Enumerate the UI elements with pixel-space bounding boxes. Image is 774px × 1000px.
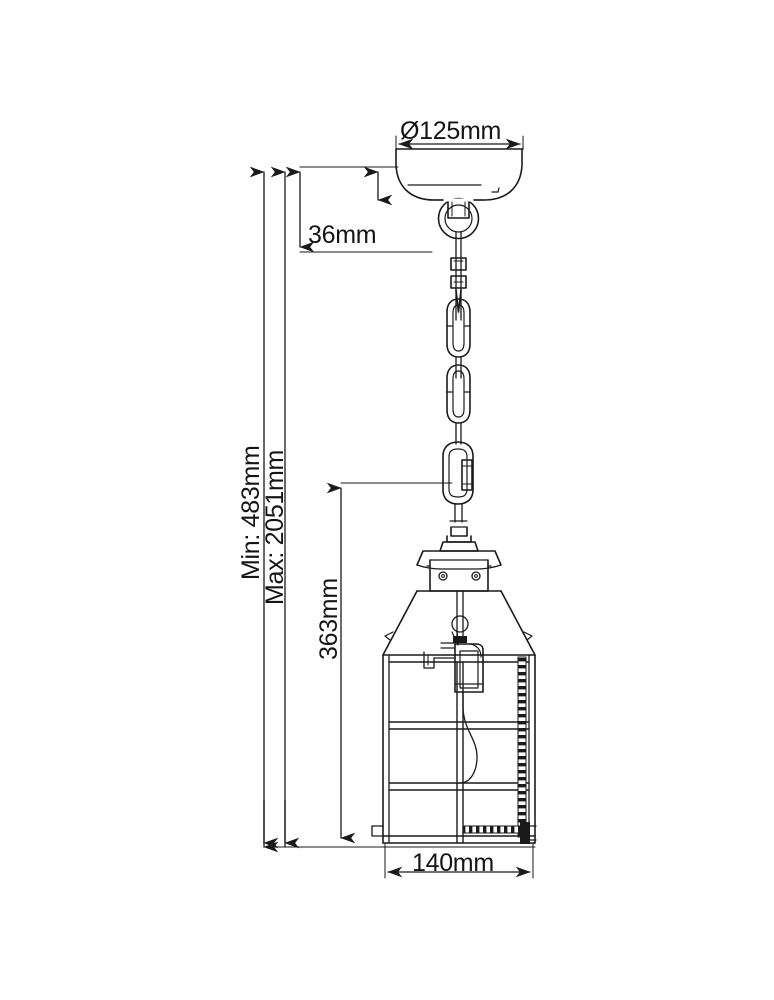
ceiling-canopy xyxy=(395,148,524,201)
lamp-holder xyxy=(423,590,484,693)
conical-shade xyxy=(382,590,536,656)
chain-links xyxy=(446,298,471,445)
cable-and-clamps xyxy=(450,231,467,321)
dimension-shade-width xyxy=(384,842,534,879)
cage-corner-block xyxy=(520,822,537,844)
dimension-label-shade-height: 363mm xyxy=(315,578,343,660)
dimension-label-canopy-height: 36mm xyxy=(308,221,376,249)
section-hatch-bottom xyxy=(464,826,520,833)
cage-body xyxy=(371,654,536,844)
vented-housing xyxy=(426,559,492,592)
dimension-label-shade-width: 140mm xyxy=(412,849,494,877)
dimension-label-max-drop: Max: 2051mm xyxy=(261,450,289,605)
dimension-drop-range xyxy=(249,166,536,853)
carabiner-link xyxy=(442,441,474,528)
light-bulb xyxy=(457,691,478,784)
dimension-canopy-height xyxy=(285,166,433,253)
dimension-diameter-top xyxy=(395,135,524,150)
suspension-ring xyxy=(437,197,480,240)
dimension-label-diameter: Ø125mm xyxy=(400,117,501,145)
dimension-shade-height xyxy=(326,482,453,844)
section-hatch-right xyxy=(518,657,526,837)
shade-top-cap xyxy=(416,526,502,570)
dimension-label-min-drop: Min: 483mm xyxy=(237,445,265,580)
